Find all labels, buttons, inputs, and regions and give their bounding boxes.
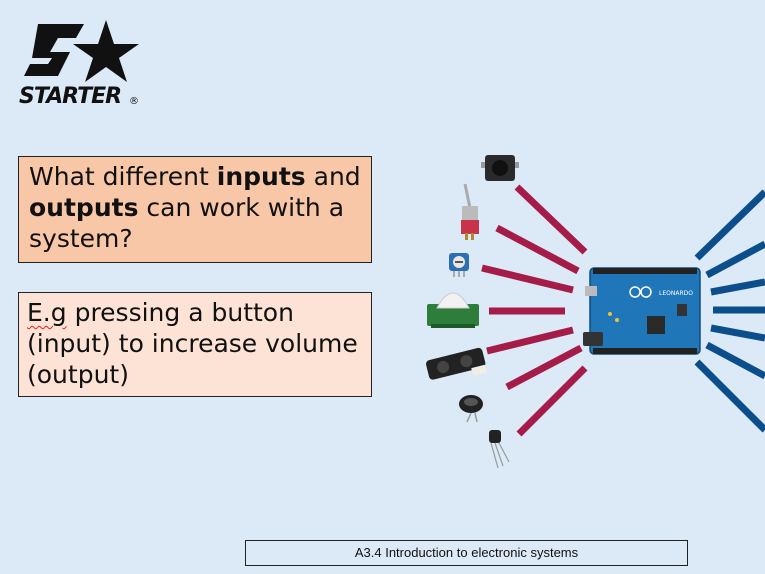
question-outputs: outputs: [29, 193, 139, 222]
input-line: [514, 184, 588, 255]
input-line: [516, 365, 588, 437]
output-line: [705, 341, 765, 380]
input-line: [481, 264, 574, 294]
example-text: pressing a button (input) to increase vo…: [27, 298, 358, 389]
example-eg: E.g: [27, 298, 67, 327]
push-button-icon: [481, 155, 519, 181]
starter-logo: STARTER ®: [18, 18, 144, 109]
input-line: [495, 224, 580, 275]
output-line: [710, 324, 765, 342]
temperature-sensor-icon: [489, 430, 510, 469]
arduino-board-icon: LEONARDO: [583, 267, 701, 355]
output-lines: [694, 189, 765, 433]
input-line: [486, 326, 574, 355]
star-icon: [24, 20, 139, 82]
distance-sensor-icon: [426, 347, 487, 380]
microphone-icon: [459, 395, 483, 423]
output-line: [694, 359, 765, 433]
logo-text: STARTER: [19, 84, 121, 108]
potentiometer-icon: [449, 253, 469, 277]
question-text-3: can work with a system?: [29, 193, 345, 253]
board-label: LEONARDO: [659, 290, 693, 297]
output-line: [694, 189, 765, 261]
pir-sensor-icon: [427, 292, 479, 328]
output-line: [705, 240, 765, 279]
question-text-2: and: [305, 162, 361, 191]
output-line: [710, 278, 765, 296]
question-inputs: inputs: [216, 162, 306, 191]
question-text-1: What different: [29, 162, 217, 191]
slide-footer: A3.4 Introduction to electronic systems: [245, 540, 688, 566]
io-diagram: LEONARDO: [415, 140, 765, 480]
registered-mark: ®: [129, 96, 139, 107]
question-box: What different inputs and outputs can wo…: [18, 156, 372, 263]
input-lines: [481, 184, 588, 437]
example-box: E.g pressing a button (input) to increas…: [18, 292, 372, 397]
input-line: [505, 344, 583, 391]
toggle-switch-icon: [461, 183, 479, 240]
